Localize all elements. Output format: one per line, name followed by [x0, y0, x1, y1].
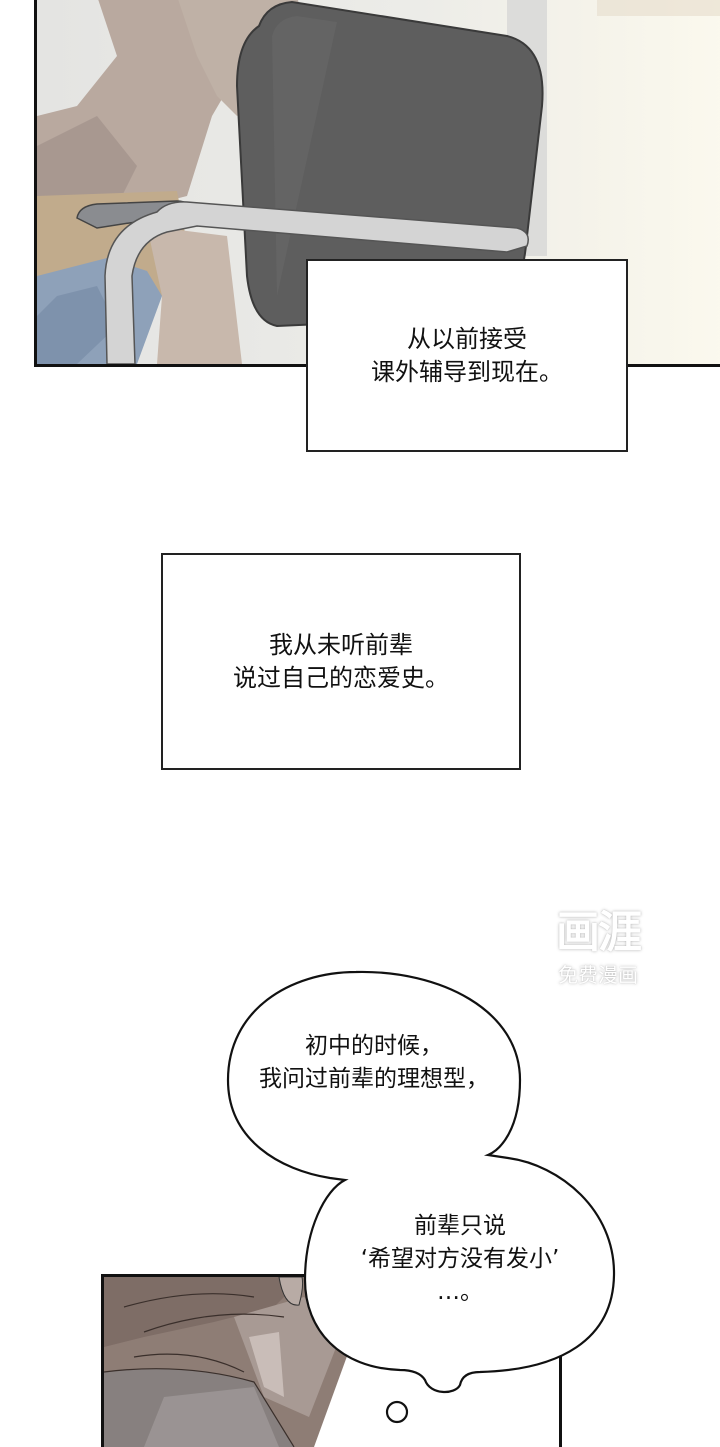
caption-1-line-2: 课外辅导到现在。: [371, 357, 563, 386]
caption-1-line-1: 从以前接受: [407, 324, 527, 353]
watermark-logo: 画涯: [556, 907, 642, 958]
bubble-1-line-2: 我问过前辈的理想型，: [259, 1066, 489, 1092]
caption-2-line-2: 说过自己的恋爱史。: [233, 663, 449, 692]
caption-2-line-1: 我从未听前辈: [269, 630, 413, 659]
comic-panel-chair-scene: [34, 0, 720, 367]
speech-bubble-2: 前辈只说 ‘希望对方没有发小’ …。: [310, 1210, 610, 1309]
narration-caption-2: 我从未听前辈 说过自己的恋爱史。: [161, 553, 521, 770]
narration-caption-1: 从以前接受 课外辅导到现在。: [306, 259, 628, 452]
bubble-1-line-1: 初中的时候，: [305, 1033, 443, 1059]
bubble-2-line-2: ‘希望对方没有发小’: [360, 1246, 560, 1272]
bubble-2-line-1: 前辈只说: [414, 1213, 506, 1239]
watermark-subtitle: 免费漫画: [558, 963, 638, 987]
bubble-2-line-3: …。: [437, 1279, 483, 1305]
speech-bubble-1: 初中的时候， 我问过前辈的理想型，: [224, 1030, 524, 1096]
chair-scene-illustration: [37, 0, 720, 364]
watermark: 画涯 免费漫画: [536, 905, 660, 1005]
